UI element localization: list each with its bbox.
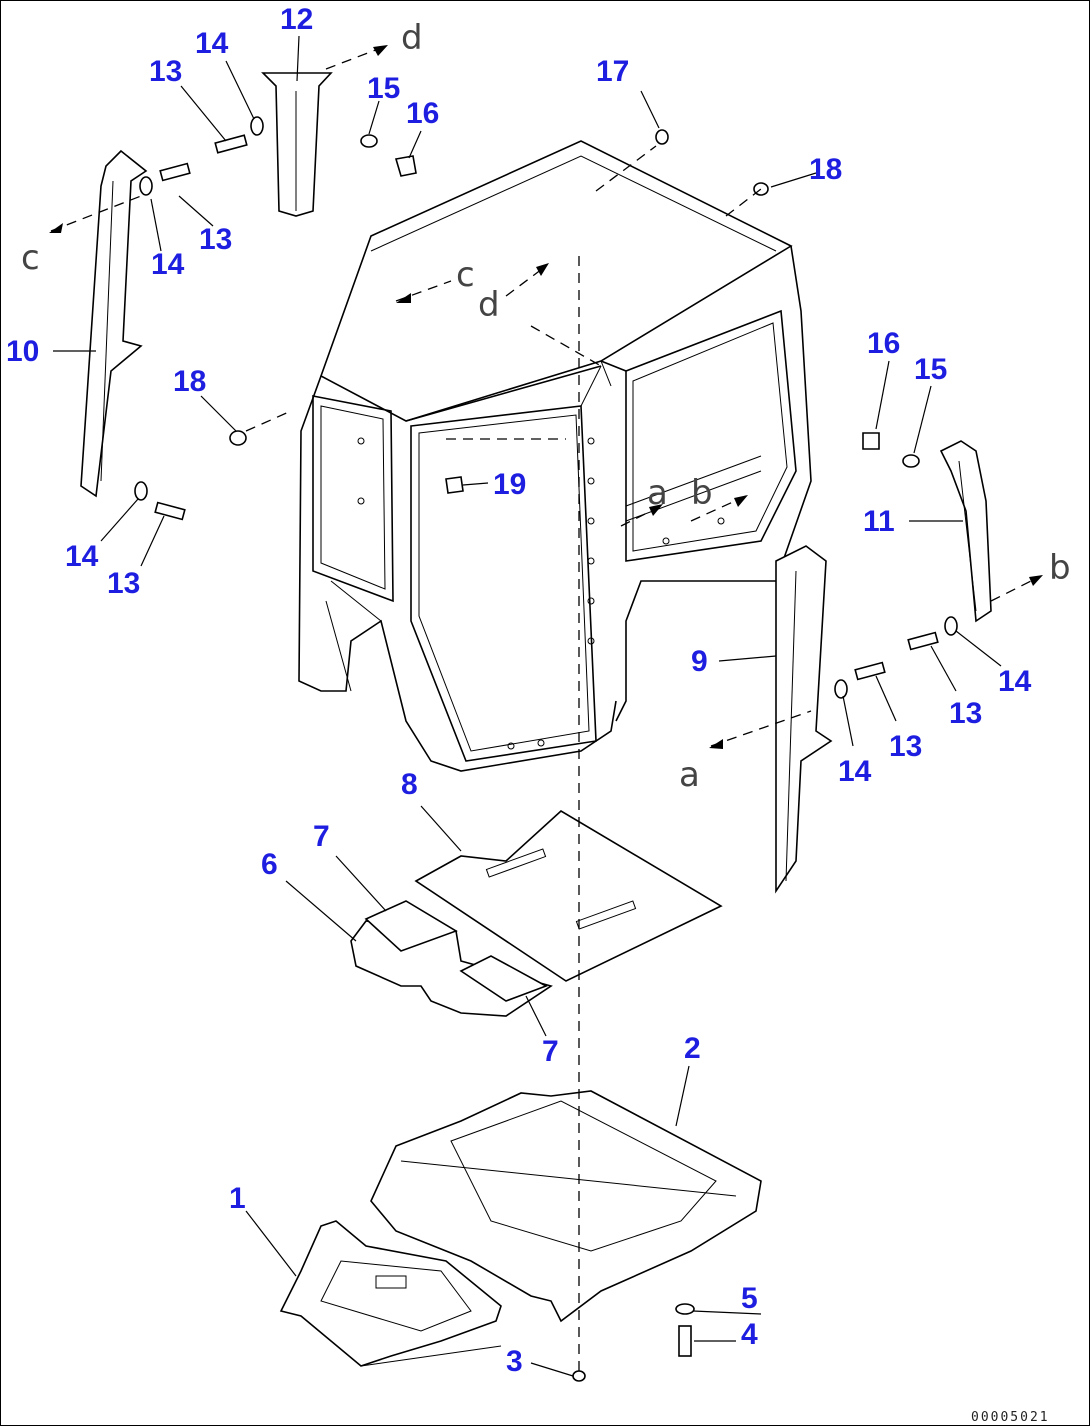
part-label-14-a: 14 [195, 27, 229, 60]
part-label-13-e: 13 [949, 697, 982, 730]
floor-panel-2 [370, 1090, 762, 1323]
part-label-7-top: 7 [313, 820, 330, 853]
ref-letter-b-pillar: b [1049, 548, 1071, 588]
pillar-cover-10 [80, 149, 148, 498]
part-label-3: 3 [506, 1345, 523, 1378]
part-label-4: 4 [741, 1318, 758, 1351]
pillar-cover-9 [775, 545, 833, 894]
part-label-6: 6 [261, 848, 278, 881]
ref-letter-d-pillar: d [401, 18, 423, 58]
ref-letter-b-cab: b [691, 473, 713, 513]
part-label-14-c: 14 [65, 540, 99, 573]
part-label-13-b: 13 [199, 223, 232, 256]
part-label-14-b: 14 [151, 248, 185, 281]
part-label-11: 11 [863, 505, 895, 538]
part-label-10: 10 [6, 335, 39, 368]
part-label-14-d: 14 [838, 755, 872, 788]
ref-letter-c-pillar: c [21, 238, 40, 278]
part-label-15-b: 15 [914, 353, 947, 386]
part-label-7-bottom: 7 [542, 1035, 559, 1068]
part-label-8: 8 [401, 768, 418, 801]
part-label-13-a: 13 [149, 55, 182, 88]
part-label-14-e: 14 [998, 665, 1032, 698]
ref-letter-d-cab: d [478, 285, 500, 325]
pillar-cover-12 [261, 72, 333, 217]
part-label-17: 17 [596, 55, 629, 88]
part-label-12: 12 [280, 3, 313, 36]
ref-letter-a-cab: a [647, 473, 668, 513]
part-label-16-b: 16 [867, 327, 900, 360]
part-label-5: 5 [741, 1282, 758, 1315]
floor-mat-7-left [364, 900, 458, 952]
leader-lines [53, 35, 1002, 1377]
part-number-labels: 1 2 3 4 5 6 7 7 8 9 10 11 12 13 13 13 13… [6, 3, 1032, 1378]
fasteners [134, 116, 958, 1382]
cab-frame [298, 140, 812, 772]
part-label-18-b: 18 [173, 365, 206, 398]
part-label-19: 19 [493, 468, 526, 501]
part-label-13-d: 13 [889, 730, 922, 763]
part-label-16-a: 16 [406, 97, 439, 130]
part-label-15-a: 15 [367, 72, 400, 105]
floor-mat-8 [414, 810, 723, 982]
part-label-1: 1 [229, 1182, 246, 1215]
ref-letter-c-cab: c [456, 255, 475, 295]
part-label-18-a: 18 [809, 153, 842, 186]
reference-letters: a a b b c c d d [21, 18, 1071, 795]
floor-mat-7-right [459, 955, 548, 1002]
ref-letter-a-pillar: a [679, 755, 700, 795]
pillar-cover-11 [939, 440, 992, 623]
drawing-code: 00005021 [971, 1410, 1050, 1425]
part-label-2: 2 [684, 1032, 701, 1065]
part-label-13-c: 13 [107, 567, 140, 600]
floor-cover-1 [279, 1220, 502, 1367]
reference-lines [49, 45, 1043, 1371]
part-label-9: 9 [691, 645, 708, 678]
